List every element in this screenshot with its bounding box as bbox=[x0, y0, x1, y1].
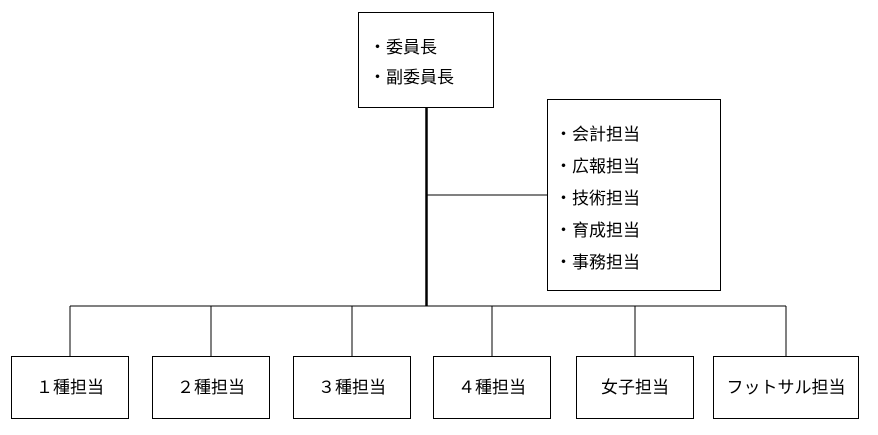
division-label-2: ２種担当 bbox=[177, 378, 245, 398]
division-box-5: 女子担当 bbox=[576, 356, 694, 419]
division-box-4: ４種担当 bbox=[433, 356, 551, 419]
division-label-6: フットサル担当 bbox=[726, 378, 846, 398]
division-box-2: ２種担当 bbox=[152, 356, 270, 419]
chairperson-role: ・委員長 bbox=[369, 38, 437, 58]
development-role: ・育成担当 bbox=[555, 221, 640, 241]
administration-role: ・事務担当 bbox=[555, 253, 640, 273]
division-label-5: 女子担当 bbox=[601, 378, 669, 398]
technical-role: ・技術担当 bbox=[555, 189, 640, 209]
division-label-3: ３種担当 bbox=[318, 378, 386, 398]
division-label-1: １種担当 bbox=[36, 378, 104, 398]
division-box-3: ３種担当 bbox=[293, 356, 411, 419]
vice-chairperson-role: ・副委員長 bbox=[369, 68, 454, 88]
division-box-6: フットサル担当 bbox=[713, 356, 859, 419]
leadership-box: ・委員長 ・副委員長 bbox=[358, 12, 494, 108]
accounting-role: ・会計担当 bbox=[555, 125, 640, 145]
division-box-1: １種担当 bbox=[11, 356, 129, 419]
staff-roles-box: ・会計担当 ・広報担当 ・技術担当 ・育成担当 ・事務担当 bbox=[547, 99, 721, 291]
division-label-4: ４種担当 bbox=[458, 378, 526, 398]
publicity-role: ・広報担当 bbox=[555, 157, 640, 177]
